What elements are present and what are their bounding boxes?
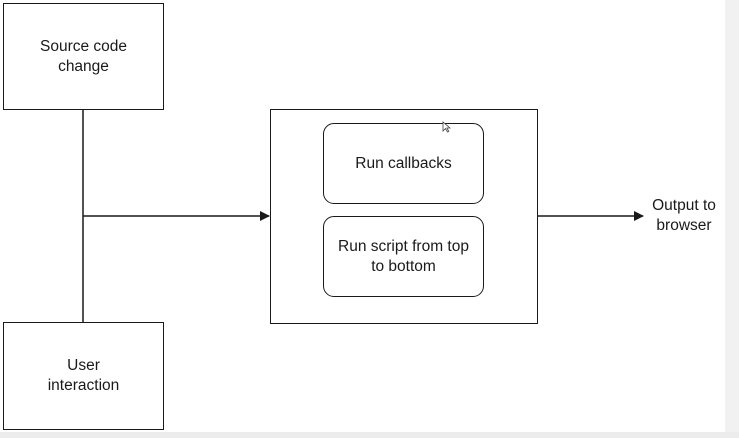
connector-layer	[82, 109, 644, 323]
run-script-node: Run script from top to bottom	[323, 216, 484, 297]
source-code-change-node: Source code change	[3, 3, 164, 110]
run-script-label: Run script from top to bottom	[338, 237, 469, 275]
window-edge-bottom	[0, 432, 739, 438]
user-interaction-label: User interaction	[47, 357, 120, 394]
window-edge-right	[725, 0, 739, 438]
mouse-pointer-icon	[442, 121, 451, 133]
run-callbacks-label: Run callbacks	[355, 154, 452, 172]
source-code-change-label: Source code change	[39, 37, 128, 75]
output-to-browser-label: Output to browser	[652, 197, 716, 234]
diagram-canvas: Source code change User interaction Run …	[0, 0, 725, 432]
user-interaction-node: User interaction	[3, 322, 164, 430]
run-callbacks-node: Run callbacks	[323, 123, 484, 204]
